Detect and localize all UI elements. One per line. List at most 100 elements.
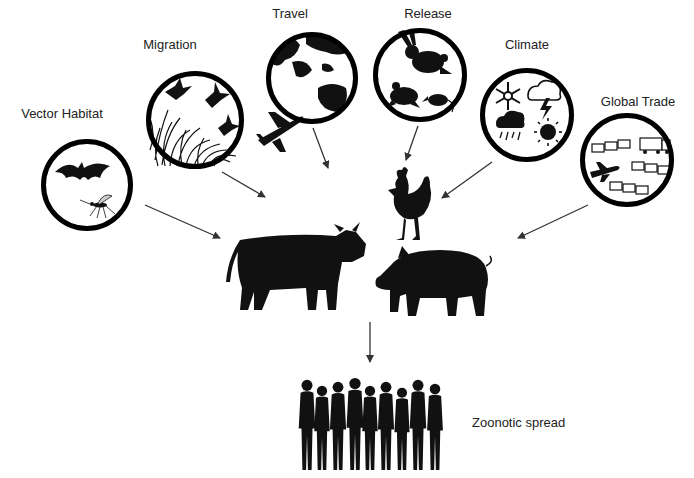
- node-heading: Migration: [143, 37, 196, 53]
- drawing-part: [636, 186, 648, 194]
- bat-mosquito-icon: [55, 162, 115, 218]
- drawing-part: [643, 150, 669, 154]
- circle-outline: [483, 71, 572, 160]
- circle-outline: [580, 113, 674, 207]
- drawing-part: [486, 256, 491, 266]
- drawing-part: [534, 118, 562, 146]
- drawing-part: [518, 132, 520, 140]
- drawing-part: [496, 82, 520, 110]
- drawing-part: [394, 388, 409, 470]
- circle-outline: [376, 31, 465, 120]
- globe-icon: [256, 34, 356, 152]
- drawing-part: [405, 45, 419, 59]
- node-heading: Climate: [505, 37, 549, 53]
- drawing-part: [556, 122, 558, 124]
- drawing-part: [427, 384, 443, 470]
- drawing-part: [500, 132, 520, 140]
- drawing-part: [292, 61, 312, 77]
- circle-outline: [41, 139, 133, 231]
- drawing-part: [645, 164, 657, 172]
- factor-circle: Release: [373, 28, 467, 122]
- drawing-part: [656, 150, 660, 154]
- drawing-part: [422, 96, 428, 102]
- drawing-part: [512, 132, 514, 138]
- trade-icon: [590, 138, 670, 194]
- drawing-part: [440, 54, 448, 62]
- drawing-part: [226, 230, 366, 310]
- people: [299, 378, 443, 470]
- drawing-part: [496, 82, 520, 110]
- drawing-part: [540, 124, 556, 140]
- drawing-part: [643, 150, 647, 154]
- factor-circle: Travel: [266, 32, 358, 124]
- drawing-part: [640, 138, 662, 150]
- drawing-part: [80, 195, 115, 218]
- drawing-part: [334, 222, 360, 232]
- drawing-part: [518, 205, 588, 238]
- drawing-part: [330, 382, 346, 470]
- drawing-part: [590, 162, 620, 182]
- drawing-part: [90, 202, 94, 206]
- drawing-part: [299, 380, 316, 470]
- climate-icon: [496, 81, 562, 146]
- circle-outline: [149, 74, 242, 167]
- drawing-part: [398, 246, 410, 258]
- drawing-part: [314, 386, 329, 470]
- drawing-part: [410, 380, 427, 470]
- drawing-part: [592, 144, 604, 152]
- livestock: [226, 167, 491, 316]
- drawing-part: [538, 122, 540, 124]
- drawing-part: [547, 143, 549, 146]
- drawing-part: [392, 82, 400, 90]
- drawing-part: [618, 140, 630, 148]
- animals-icon: [386, 30, 453, 112]
- drawing-part: [55, 162, 110, 180]
- drawing-part: [556, 140, 558, 142]
- circle-outline: [373, 28, 467, 122]
- drawing-part: [145, 205, 220, 238]
- drawing-part: [538, 140, 540, 142]
- factor-circle: Migration: [146, 71, 244, 169]
- drawing-part: [90, 206, 115, 218]
- drawing-part: [376, 250, 489, 316]
- drawing-part: [98, 195, 112, 204]
- drawing-part: [500, 132, 502, 138]
- node-heading: Global Trade: [601, 94, 675, 110]
- node-heading: Zoonotic spread: [472, 415, 565, 431]
- drawing-part: [442, 162, 492, 198]
- drawing-part: [80, 200, 90, 204]
- drawing-part: [610, 182, 622, 190]
- drawing-part: [406, 126, 418, 160]
- drawing-part: [547, 118, 549, 121]
- drawing-part: [396, 218, 420, 240]
- drawing-part: [268, 34, 356, 124]
- drawing-part: [362, 386, 377, 470]
- circle-outline: [266, 32, 358, 124]
- factor-circle: Vector Habitat: [41, 139, 133, 231]
- drawing-part: [534, 131, 537, 133]
- drawing-part: [506, 132, 508, 140]
- node-heading: Vector Habitat: [21, 106, 103, 122]
- node-heading: Travel: [272, 6, 308, 22]
- drawing-part: [388, 167, 431, 219]
- factor-circle: Global Trade: [580, 113, 674, 207]
- drawing-part: [540, 98, 552, 120]
- drawing-part: [350, 116, 356, 124]
- drawing-part: [623, 184, 635, 192]
- drawing-part: [632, 162, 644, 170]
- drawing-part: [605, 142, 617, 150]
- drawing-part: [369, 322, 370, 362]
- drawing-part: [313, 128, 328, 168]
- drawing-part: [440, 66, 452, 74]
- drawing-part: [428, 94, 448, 106]
- node-heading: Release: [404, 6, 452, 22]
- drawing-part: [347, 378, 364, 470]
- drawing-part: [378, 382, 394, 470]
- drawing-part: [496, 111, 525, 128]
- circle-outline: [44, 142, 131, 229]
- group-node: Zoonotic spread: [294, 374, 448, 472]
- factor-circle: Climate: [480, 68, 574, 162]
- drawing-part: [322, 64, 334, 72]
- circle-outline: [146, 71, 244, 169]
